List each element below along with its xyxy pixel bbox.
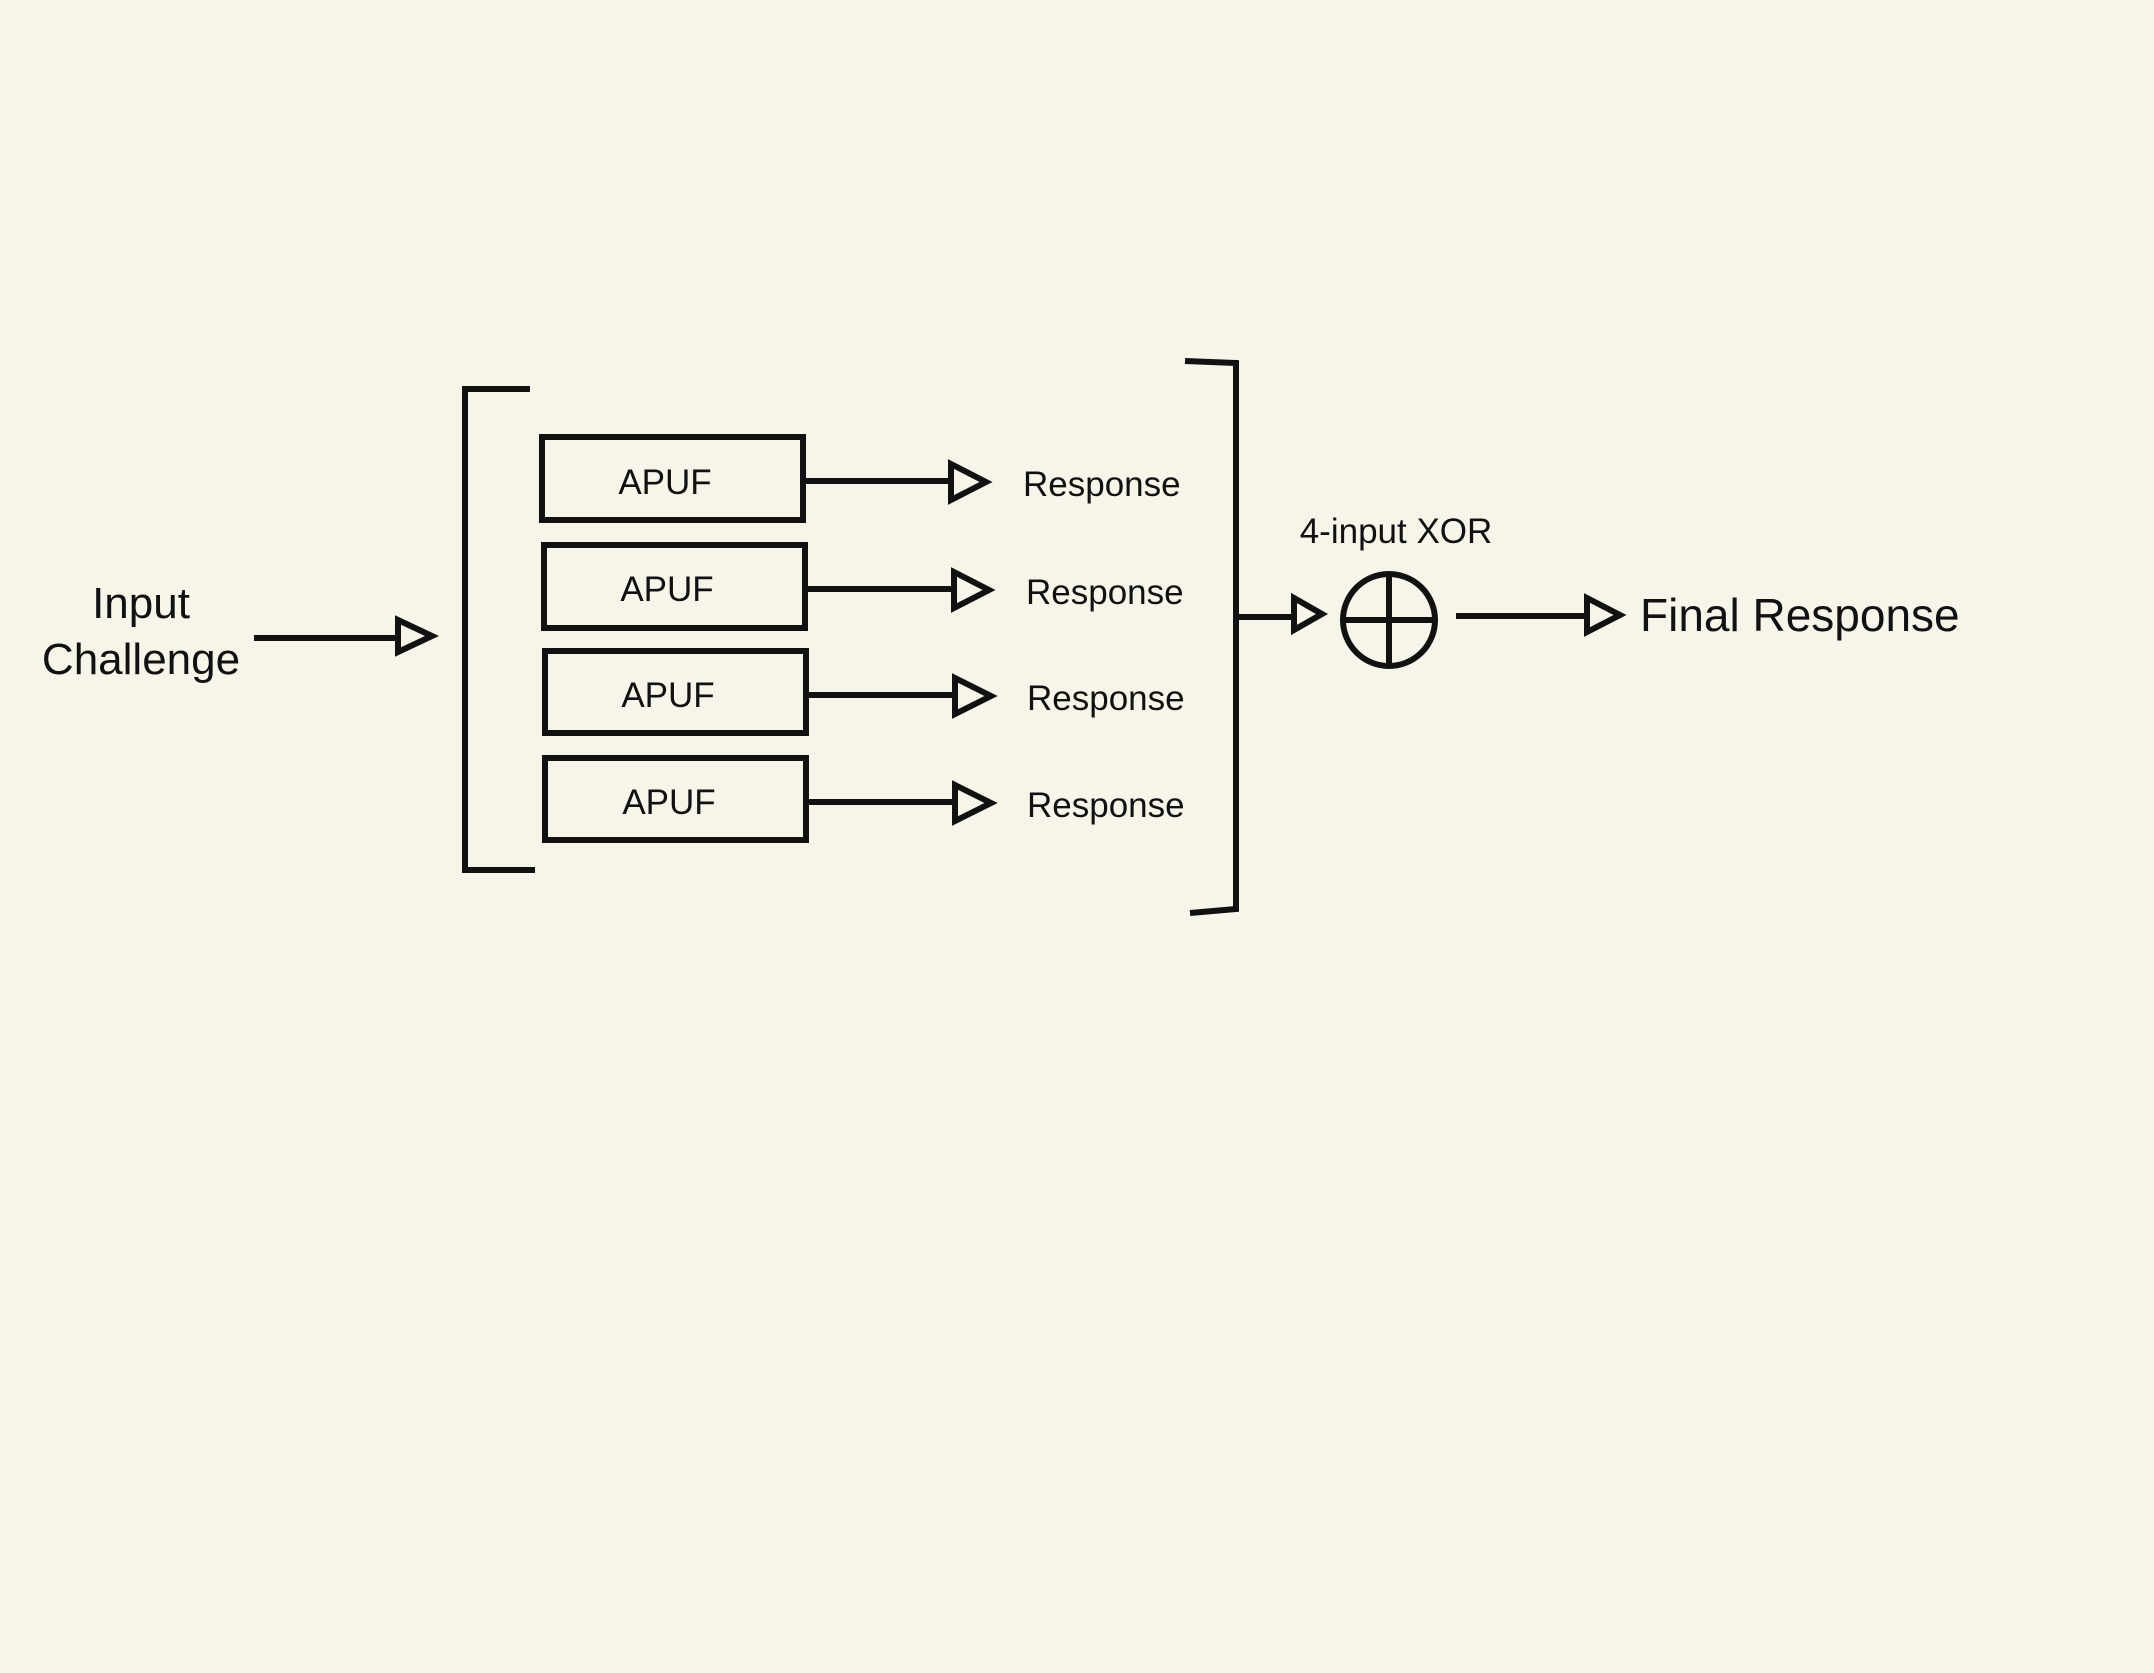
apuf-label: APUF (621, 676, 714, 715)
response-label: Response (1027, 679, 1185, 718)
apuf-label: APUF (618, 463, 711, 502)
apuf-output-arrow (803, 459, 993, 505)
xor-label: 4-input XOR (1300, 512, 1493, 551)
apuf-row: APUF Response (542, 648, 1185, 736)
final-response-label: Final Response (1640, 589, 1960, 641)
left-bracket (462, 386, 535, 873)
apuf-output-arrow (806, 780, 998, 826)
apuf-row: APUF Response (539, 434, 1181, 523)
xor-circle-plus-icon (1340, 571, 1438, 669)
bracket-to-xor-arrow (1238, 592, 1329, 636)
apuf-row: APUF Response (542, 755, 1185, 843)
right-bracket (1184, 358, 1239, 916)
apuf-label: APUF (620, 570, 713, 609)
response-label: Response (1027, 786, 1185, 825)
response-label: Response (1023, 465, 1181, 504)
input-arrow (254, 615, 440, 657)
apuf-output-arrow (806, 673, 998, 719)
apuf-row: APUF Response (541, 542, 1184, 631)
apuf-output-arrow (805, 567, 996, 613)
input-label-line1: Input (92, 579, 190, 628)
response-label: Response (1026, 573, 1184, 612)
apuf-label: APUF (622, 783, 715, 822)
xor-output-arrow (1456, 593, 1627, 637)
input-label-line2: Challenge (42, 635, 240, 684)
